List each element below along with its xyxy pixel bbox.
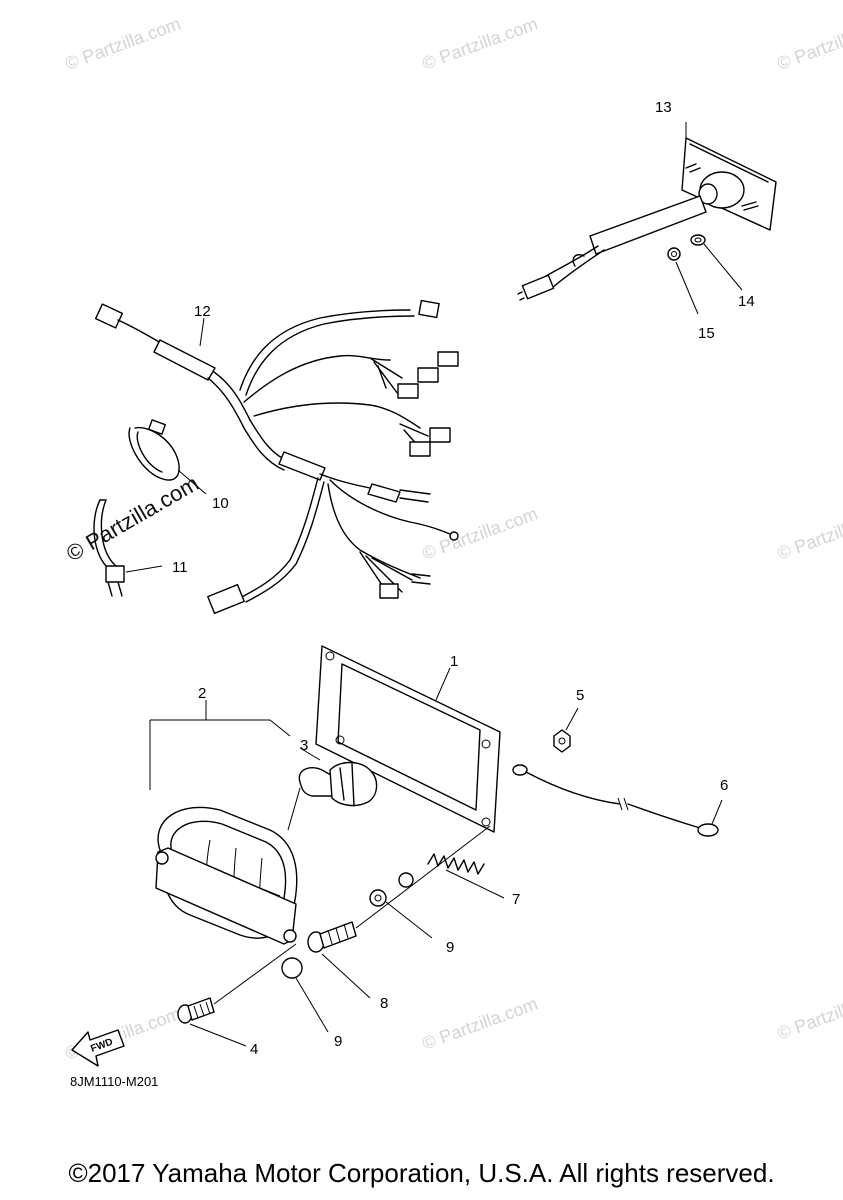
watermark-dark: © Partzilla.com [62,471,203,567]
watermark: © Partzilla.com [775,503,843,563]
fwd-arrow: FWD [71,1029,125,1067]
callout-11: 11 [172,559,188,576]
headlight-part-2 [149,700,298,945]
headlight-bulb-part-3 [287,747,378,831]
grommet-part-9 [281,889,433,1033]
watermark: © Partzilla.com [420,503,541,563]
cable-band-part-10 [128,419,207,495]
spring-part-7 [398,853,505,899]
watermark: © Partzilla.com [775,983,843,1043]
callout-9-lower: 9 [334,1033,342,1050]
callout-15: 15 [698,325,715,342]
callout-6: 6 [720,777,728,794]
callout-2: 2 [198,685,206,702]
callout-3: 3 [300,737,308,754]
callout-13: 13 [655,99,672,116]
callout-7: 7 [512,891,520,908]
diagram-code: 8JM1110-M201 [70,1074,158,1089]
callout-8: 8 [380,995,388,1012]
indicator-lamp-part-13 [517,122,777,315]
screw-part-4 [177,943,297,1047]
callout-12: 12 [194,303,211,320]
callout-14: 14 [738,293,755,310]
bolt-part-8 [307,825,491,999]
watermark: © Partzilla.com [420,13,541,73]
callout-5: 5 [576,687,584,704]
callout-4: 4 [250,1041,258,1058]
callout-1: 1 [450,653,458,670]
ground-lead-part-6 [512,764,723,837]
callout-9-upper: 9 [446,939,454,956]
copyright-notice: ©2017 Yamaha Motor Corporation, U.S.A. A… [68,1158,775,1188]
watermark: © Partzilla.com [775,13,843,73]
wire-harness-part-12 [94,299,459,615]
nut-part-5 [553,707,579,753]
callout-labels: 1 2 3 4 5 6 7 8 9 9 10 11 12 13 14 15 [172,99,755,1058]
watermark: © Partzilla.com [420,993,541,1053]
callout-10: 10 [212,495,229,512]
watermark: © Partzilla.com [63,13,184,73]
cable-tie-part-11 [93,499,163,597]
headlight-bracket-part-1 [315,645,501,833]
